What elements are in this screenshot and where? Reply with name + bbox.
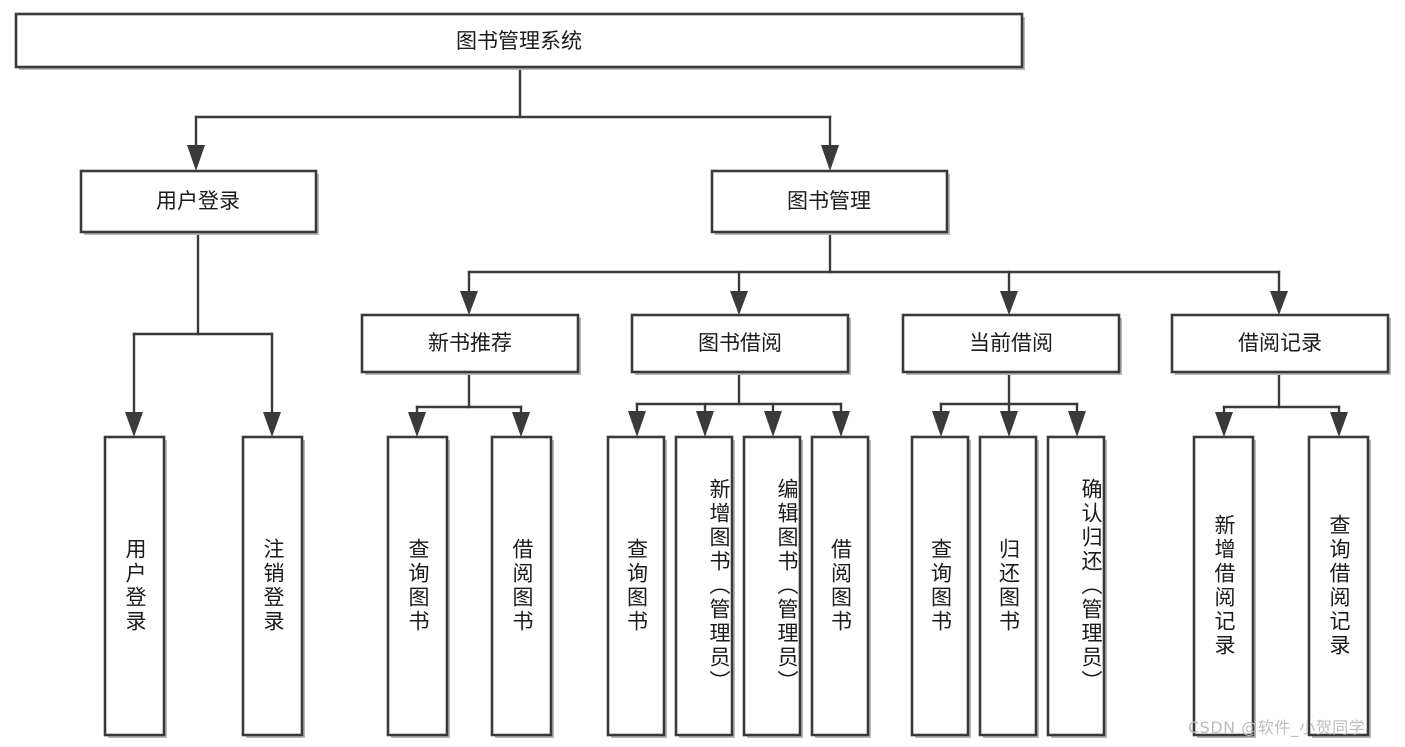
arrowhead-new-book-rec: [460, 291, 478, 315]
arrowhead-book-manage: [821, 145, 839, 171]
node-root[interactable]: 图书管理系统: [14, 12, 1025, 70]
node-leaf-query-record[interactable]: [1307, 435, 1371, 738]
arrowhead-borrow-record: [1270, 291, 1288, 315]
node-current-borrow-label: 当前借阅: [969, 331, 1053, 355]
node-leaf-return-book[interactable]: [978, 435, 1039, 738]
node-leaf-borrow-book-2[interactable]: [810, 435, 871, 738]
node-root-label: 图书管理系统: [456, 29, 582, 53]
node-leaf-query-book-1[interactable]: [386, 435, 450, 738]
node-new-book-rec[interactable]: 新书推荐: [360, 313, 581, 375]
arrowhead-leaf-return-book: [1000, 411, 1018, 437]
node-leaf-logout-login[interactable]: [241, 435, 305, 738]
node-leaf-query-book-3[interactable]: [910, 435, 971, 738]
node-user-login-label: 用户登录: [156, 189, 240, 213]
arrowhead-leaf-add-record: [1215, 412, 1233, 437]
node-book-borrow-label: 图书借阅: [698, 331, 782, 355]
connector-group-root-to-level1: [187, 66, 839, 171]
node-book-manage[interactable]: 图书管理: [710, 169, 950, 235]
arrowhead-leaf-add-book: [696, 411, 714, 437]
arrowhead-leaf-edit-book: [764, 411, 782, 437]
arrowhead-current-borrow: [1000, 291, 1018, 315]
node-leaf-add-book[interactable]: [674, 435, 735, 738]
arrowhead-book-borrow: [730, 291, 748, 315]
node-leaf-add-record[interactable]: [1192, 435, 1256, 738]
csdn-watermark: CSDN @软件_小贺同学: [1188, 718, 1366, 737]
connector-group-book-borrow-to-leaves: [628, 373, 850, 437]
connector-group-new-book-rec-to-leaves: [408, 373, 530, 437]
arrowhead-leaf-user-login: [125, 412, 143, 437]
node-borrow-record[interactable]: 借阅记录: [1170, 313, 1391, 375]
arrowhead-leaf-query-record: [1330, 412, 1348, 437]
node-leaf-user-login[interactable]: [103, 435, 167, 738]
arrowhead-user-login: [187, 145, 205, 171]
arrowhead-leaf-query-book-3: [932, 411, 950, 437]
node-leaf-query-book-2[interactable]: [606, 435, 667, 738]
node-leaf-edit-book[interactable]: [742, 435, 803, 738]
arrowhead-leaf-borrow-book-1: [512, 412, 530, 437]
node-new-book-rec-label: 新书推荐: [428, 331, 512, 355]
node-current-borrow[interactable]: 当前借阅: [901, 313, 1122, 375]
connector-group-book-manage-to-level2: [460, 230, 1288, 315]
arrowhead-leaf-query-book-2: [628, 411, 646, 437]
node-leaf-confirm-return[interactable]: [1046, 435, 1107, 738]
arrowhead-leaf-confirm-return: [1068, 411, 1086, 437]
arrowhead-leaf-logout-login: [263, 412, 281, 437]
node-leaf-borrow-book-1[interactable]: [490, 435, 554, 738]
connector-group-current-borrow-to-leaves: [932, 373, 1086, 437]
connector-group-user-login-to-leaves: [125, 230, 281, 437]
node-borrow-record-label: 借阅记录: [1238, 331, 1322, 355]
node-book-borrow[interactable]: 图书借阅: [630, 313, 851, 375]
arrowhead-leaf-query-book-1: [408, 412, 426, 437]
arrowhead-leaf-borrow-book-2: [832, 411, 850, 437]
node-user-login[interactable]: 用户登录: [79, 169, 319, 235]
connector-group-borrow-record-to-leaves: [1215, 373, 1348, 437]
node-book-manage-label: 图书管理: [787, 189, 871, 213]
